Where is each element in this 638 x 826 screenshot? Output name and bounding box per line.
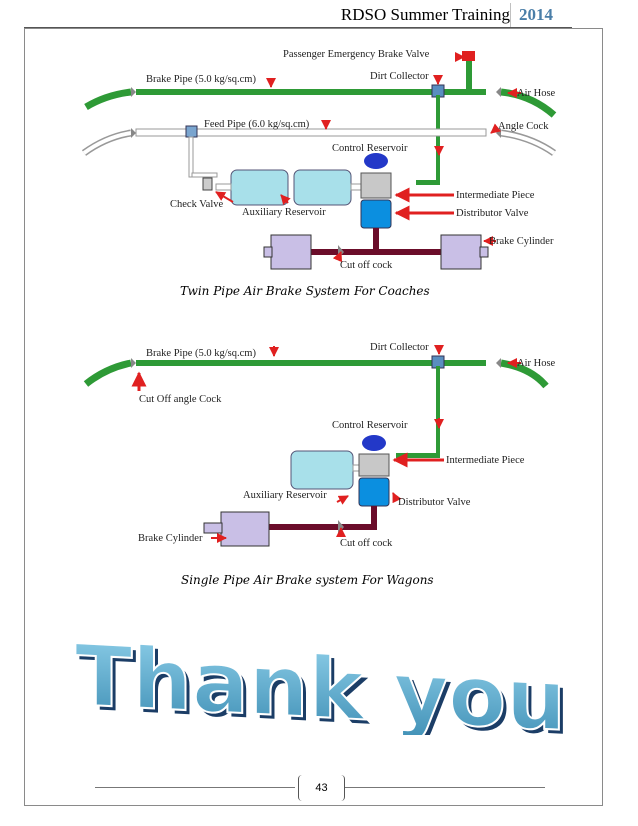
page-border (24, 28, 603, 806)
thank-you-wordart: Thank you Thank you (70, 620, 590, 754)
brake-pipe (136, 89, 486, 95)
label-intermediate-piece: Intermediate Piece (446, 455, 525, 466)
control-reservoir (364, 153, 388, 169)
footer-line-left (95, 787, 295, 788)
brake-pipe (136, 360, 486, 366)
single-pipe-diagram: Brake Pipe (5.0 kg/sq.cm) Dirt Collector… (76, 316, 566, 561)
label-brake-cylinder: Brake Cylinder (138, 533, 203, 544)
label-dirt-collector: Dirt Collector (370, 342, 429, 353)
label-cut-off-cock: Cut off cock (340, 538, 393, 549)
thank-you-text: Thank you (75, 626, 566, 735)
footer-line-right (345, 787, 545, 788)
label-auxiliary-reservoir: Auxiliary Reservoir (242, 207, 326, 218)
label-distributor-valve: Distributor Valve (398, 497, 471, 508)
label-cut-off-angle-cock: Cut Off angle Cock (139, 394, 222, 405)
brake-pipe-left-hose (83, 359, 132, 387)
label-control-reservoir: Control Reservoir (332, 143, 408, 154)
figure1-caption: Twin Pipe Air Brake System For Coaches (180, 284, 430, 298)
dirt-collector-down (436, 95, 440, 185)
pebv-valve (462, 51, 475, 61)
feed-pipe (135, 128, 487, 137)
label-check-valve: Check Valve (170, 199, 224, 210)
figure2-caption: Single Pipe Air Brake system For Wagons (181, 573, 434, 587)
label-angle-cock: Angle Cock (498, 121, 549, 132)
header-year: 2014 (510, 3, 589, 27)
label-brake-pipe: Brake Pipe (5.0 kg/sq.cm) (146, 74, 256, 85)
intermediate-piece (360, 172, 392, 199)
brake-cylinder-right (440, 234, 482, 270)
brake-pipe-left-cock (131, 87, 136, 97)
label-dirt-collector: Dirt Collector (370, 71, 429, 82)
label-brake-cylinder: Brake Cylinder (489, 236, 554, 247)
distributor-valve (360, 199, 392, 229)
brake-pipe-right-cock (496, 87, 501, 97)
twin-pipe-diagram: Passenger Emergency Brake Valve Brake Pi… (76, 45, 566, 271)
label-intermediate-piece: Intermediate Piece (456, 190, 535, 201)
page-number: 43 (298, 775, 345, 801)
label-pebv: Passenger Emergency Brake Valve (283, 49, 430, 60)
aux-reservoir-2 (293, 169, 352, 206)
intermediate-piece (358, 453, 390, 477)
brake-cylinder (220, 511, 270, 547)
brake-cylinder-left (270, 234, 312, 270)
aux-reservoir-1 (230, 169, 289, 206)
label-distributor-valve: Distributor Valve (456, 208, 529, 219)
brake-pipe-left-hose (84, 88, 132, 111)
pebv-stem (466, 57, 472, 92)
auxiliary-reservoir (290, 450, 354, 490)
label-auxiliary-reservoir: Auxiliary Reservoir (243, 490, 327, 501)
label-cut-off-cock: Cut off cock (340, 260, 393, 271)
label-feed-pipe: Feed Pipe (6.0 kg/sq.cm) (204, 119, 310, 130)
check-valve (202, 177, 213, 191)
label-air-hose: Air Hose (517, 88, 556, 99)
brake-pipe-right-hose (500, 88, 557, 118)
label-control-reservoir: Control Reservoir (332, 420, 408, 431)
control-reservoir (362, 435, 386, 451)
distributor-valve (358, 477, 390, 507)
header-title: RDSO Summer Training (340, 5, 510, 24)
label-brake-pipe: Brake Pipe (5.0 kg/sq.cm) (146, 348, 256, 359)
brake-pipe-right-hose (500, 359, 549, 389)
label-air-hose: Air Hose (517, 358, 556, 369)
